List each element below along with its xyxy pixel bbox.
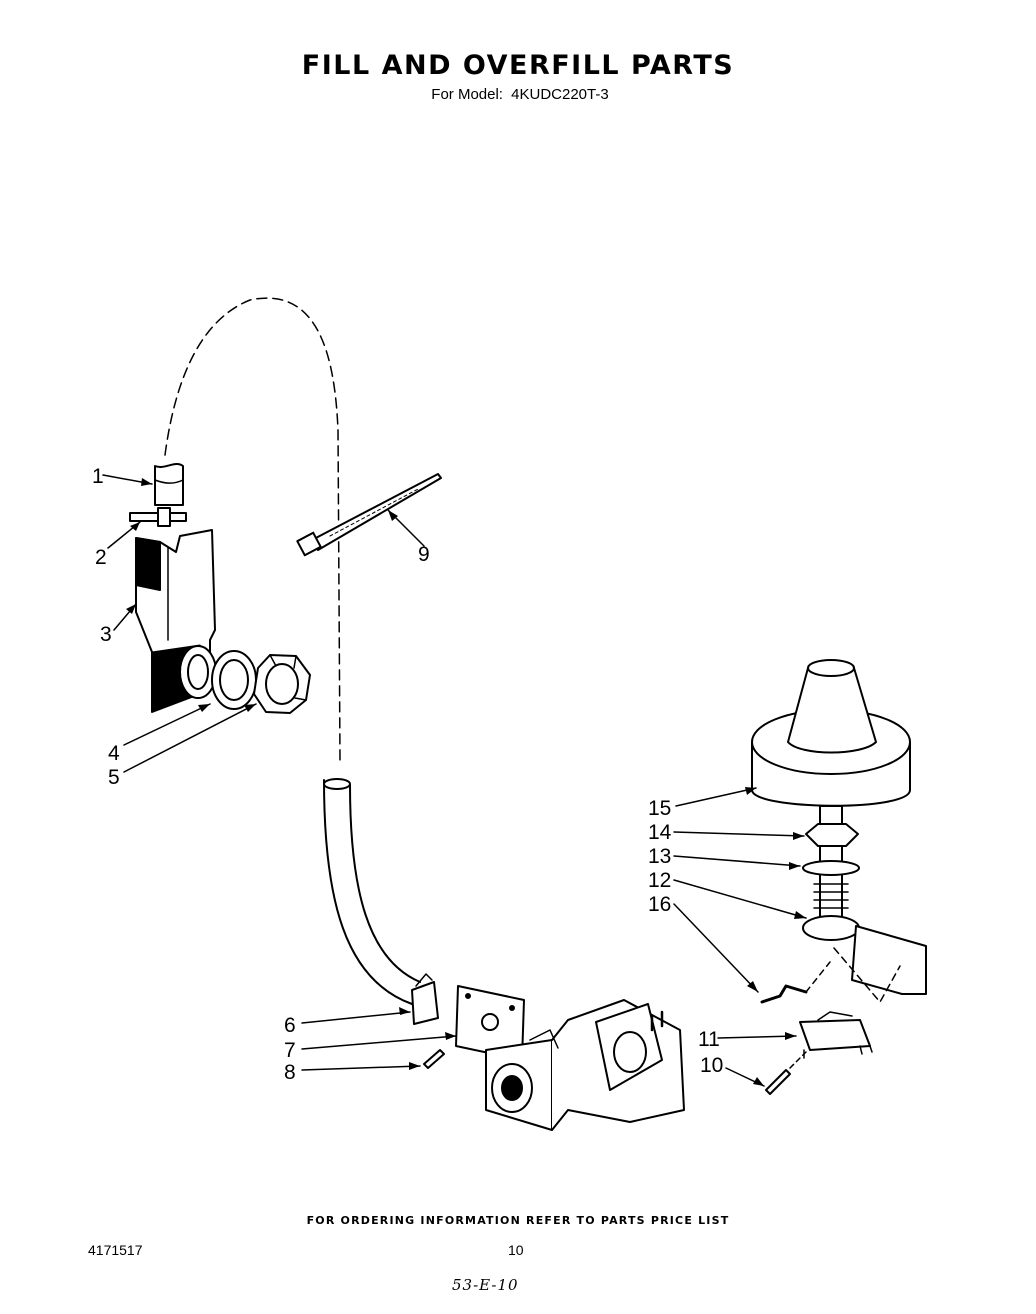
callout-1: 1 xyxy=(92,465,104,488)
float-part-15 xyxy=(751,659,911,807)
callout-6: 6 xyxy=(284,1014,296,1037)
cable-tie-part-9 xyxy=(296,473,442,557)
switch-bracket xyxy=(833,925,927,1003)
handwritten-note: 53-E-10 xyxy=(452,1276,519,1294)
screw-part-10 xyxy=(765,1051,807,1095)
model-label: For Model: xyxy=(431,86,503,103)
leader-lines xyxy=(102,474,807,1087)
leader-4 xyxy=(123,703,211,746)
water-valve-assembly xyxy=(485,999,685,1131)
callout-13: 13 xyxy=(648,845,671,868)
screw-part-8 xyxy=(423,1049,445,1069)
lever-part-16 xyxy=(760,961,831,1004)
leader-15 xyxy=(675,787,757,807)
hose-end-part-1 xyxy=(154,463,184,506)
model-number: 4KUDC220T-3 xyxy=(511,86,609,103)
leader-5 xyxy=(123,703,257,773)
callout-15: 15 xyxy=(648,797,671,820)
leader-13 xyxy=(673,855,801,867)
leader-arrowheads xyxy=(126,478,806,1086)
hose-clamp-part-2 xyxy=(129,507,187,527)
leader-16 xyxy=(673,903,759,993)
callout-16: 16 xyxy=(648,893,671,916)
callout-7: 7 xyxy=(284,1039,296,1062)
callout-8: 8 xyxy=(284,1061,296,1084)
callout-5: 5 xyxy=(108,766,120,789)
callout-10: 10 xyxy=(700,1054,723,1077)
callout-2: 2 xyxy=(95,546,107,569)
float-stem-assembly xyxy=(802,805,860,941)
leader-11 xyxy=(717,1035,797,1039)
callout-3: 3 xyxy=(100,623,112,646)
model-subtitle: For Model: 4KUDC220T-3 xyxy=(0,86,1036,103)
callout-12: 12 xyxy=(648,869,671,892)
leader-6 xyxy=(301,1011,411,1024)
leader-14 xyxy=(673,831,805,837)
nut-part-5 xyxy=(253,654,311,714)
leader-12 xyxy=(673,879,807,919)
fill-hose-dashed-path xyxy=(164,297,341,761)
callout-4: 4 xyxy=(108,742,120,765)
document-number: 4171517 xyxy=(88,1242,143,1258)
fill-hose-part-6 xyxy=(323,778,439,1025)
page-number: 10 xyxy=(508,1242,524,1258)
ordering-information-note: FOR ORDERING INFORMATION REFER TO PARTS … xyxy=(306,1214,730,1227)
callout-labels: 1 2 3 4 5 6 7 8 9 10 11 12 13 14 15 16 xyxy=(92,465,723,1084)
callout-9: 9 xyxy=(418,543,430,566)
leader-8 xyxy=(301,1065,421,1071)
callout-11: 11 xyxy=(698,1028,720,1051)
callout-14: 14 xyxy=(648,821,672,844)
leader-7 xyxy=(301,1035,457,1050)
micro-switch-part-11 xyxy=(799,1011,873,1059)
gasket-part-4 xyxy=(179,645,257,710)
page-title: FILL AND OVERFILL PARTS xyxy=(301,50,735,81)
